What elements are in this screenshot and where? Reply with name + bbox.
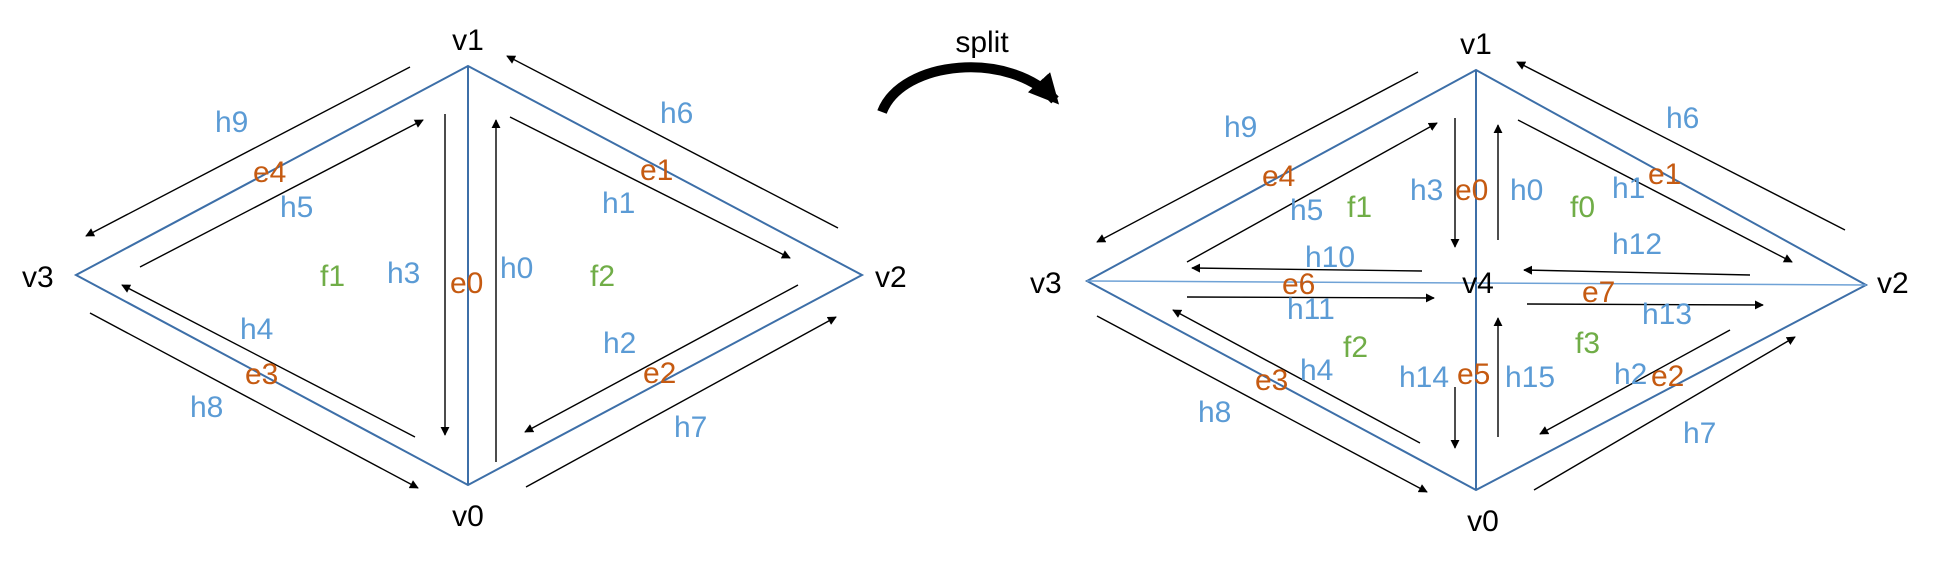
- after-face-label-f1: f1: [1347, 191, 1372, 224]
- after-halfedge-label-h8: h8: [1198, 396, 1231, 429]
- after-vertex-v3: v3: [1030, 267, 1062, 300]
- after-halfedge-h12: [1523, 265, 1751, 276]
- after-halfedge-h9: [1096, 71, 1419, 243]
- after-halfedge-label-h11: h11: [1287, 293, 1335, 326]
- after-halfedge-label-h1: h1: [1612, 172, 1645, 205]
- before-halfedge-h9: [85, 66, 411, 237]
- after-edge-label-e4: e4: [1262, 160, 1295, 193]
- after-halfedge-h11: [1186, 293, 1435, 303]
- after-halfedge-label-h3: h3: [1410, 174, 1443, 207]
- after-edge-label-e2: e2: [1651, 360, 1684, 393]
- after-halfedge-h8: [1096, 315, 1428, 493]
- before-halfedge-h4: [121, 284, 416, 438]
- after-edge-label-e0: e0: [1455, 174, 1488, 207]
- after-halfedge-h7: [1533, 336, 1796, 491]
- after-halfedge-h1: [1517, 119, 1793, 263]
- before-vertex-v3: v3: [22, 261, 54, 294]
- after-halfedge-h13: [1526, 300, 1764, 310]
- split-caption: split: [955, 26, 1009, 59]
- before-vertex-v2: v2: [875, 261, 907, 294]
- before-halfedge-h2: [524, 284, 799, 433]
- after-halfedge-label-h7: h7: [1683, 417, 1716, 450]
- before-halfedge-h6: [506, 55, 839, 229]
- before-face-label-f1: f1: [320, 260, 345, 293]
- after-edge-label-e5: e5: [1457, 358, 1490, 391]
- after-halfedge-h10: [1191, 263, 1423, 273]
- before-mesh: v0 v1 v2 v3 e0 e1 e2 e3 e4 f1 f2 h0 h1 h…: [22, 24, 907, 533]
- before-edge-label-e4: e4: [253, 156, 286, 189]
- before-halfedge-label-h6: h6: [660, 97, 693, 130]
- after-halfedge-label-h6: h6: [1666, 102, 1699, 135]
- after-halfedge-label-h15: h15: [1505, 361, 1555, 394]
- after-edge-label-e7: e7: [1582, 276, 1615, 309]
- after-halfedge-label-h10: h10: [1305, 241, 1355, 274]
- before-edge-label-e1: e1: [640, 154, 673, 187]
- before-vertex-v1: v1: [452, 24, 484, 57]
- after-vertex-v4: v4: [1462, 267, 1494, 300]
- after-vertex-v2: v2: [1877, 267, 1909, 300]
- before-halfedge-label-h7: h7: [674, 411, 707, 444]
- after-vertex-v1: v1: [1460, 28, 1492, 61]
- before-halfedge-label-h0: h0: [500, 252, 533, 285]
- after-edge-e6-e7: [1086, 280, 1867, 286]
- before-halfedge-h7: [525, 316, 837, 488]
- before-halfedge-label-h1: h1: [602, 187, 635, 220]
- after-face-label-f2: f2: [1343, 331, 1368, 364]
- after-halfedge-h5: [1186, 122, 1438, 263]
- before-edge-label-e3: e3: [245, 358, 278, 391]
- before-halfedge-label-h2: h2: [603, 327, 636, 360]
- before-edge-label-e2: e2: [643, 357, 676, 390]
- after-face-label-f3: f3: [1575, 327, 1600, 360]
- after-halfedge-h2: [1539, 329, 1731, 435]
- before-halfedge-h5: [139, 119, 424, 268]
- before-edge-label-e0: e0: [450, 267, 483, 300]
- before-face-label-f2: f2: [590, 260, 615, 293]
- after-halfedge-label-h5: h5: [1290, 194, 1323, 227]
- before-vertex-v0: v0: [452, 500, 484, 533]
- after-mesh: v0 v1 v2 v3 v4 e0 e1 e2 e3 e4 e5 e6 e7 f…: [1030, 28, 1909, 538]
- after-halfedge-label-h2: h2: [1614, 358, 1647, 391]
- after-halfedge-label-h12: h12: [1612, 228, 1662, 261]
- after-halfedge-h6: [1516, 61, 1846, 231]
- after-edge-label-e6: e6: [1282, 268, 1315, 301]
- split-operation: split: [877, 26, 1060, 115]
- before-halfedge-label-h4: h4: [240, 313, 273, 346]
- curved-arrow-icon: [877, 62, 1060, 115]
- before-halfedge-label-h9: h9: [215, 106, 248, 139]
- after-edge-label-e3: e3: [1255, 364, 1288, 397]
- before-halfedge-h1: [509, 116, 791, 259]
- after-halfedge-label-h0: h0: [1510, 174, 1543, 207]
- after-vertex-v0: v0: [1467, 505, 1499, 538]
- after-halfedge-label-h14: h14: [1399, 361, 1449, 394]
- after-edge-label-e1: e1: [1648, 158, 1681, 191]
- after-halfedge-label-h4: h4: [1300, 354, 1333, 387]
- before-halfedge-label-h5: h5: [280, 191, 313, 224]
- after-halfedge-label-h13: h13: [1642, 298, 1692, 331]
- after-face-label-f0: f0: [1570, 191, 1595, 224]
- before-halfedge-label-h8: h8: [190, 391, 223, 424]
- after-halfedge-label-h9: h9: [1224, 111, 1257, 144]
- before-halfedge-label-h3: h3: [387, 257, 420, 290]
- before-halfedge-h8: [89, 312, 419, 489]
- after-halfedge-h4: [1172, 309, 1421, 444]
